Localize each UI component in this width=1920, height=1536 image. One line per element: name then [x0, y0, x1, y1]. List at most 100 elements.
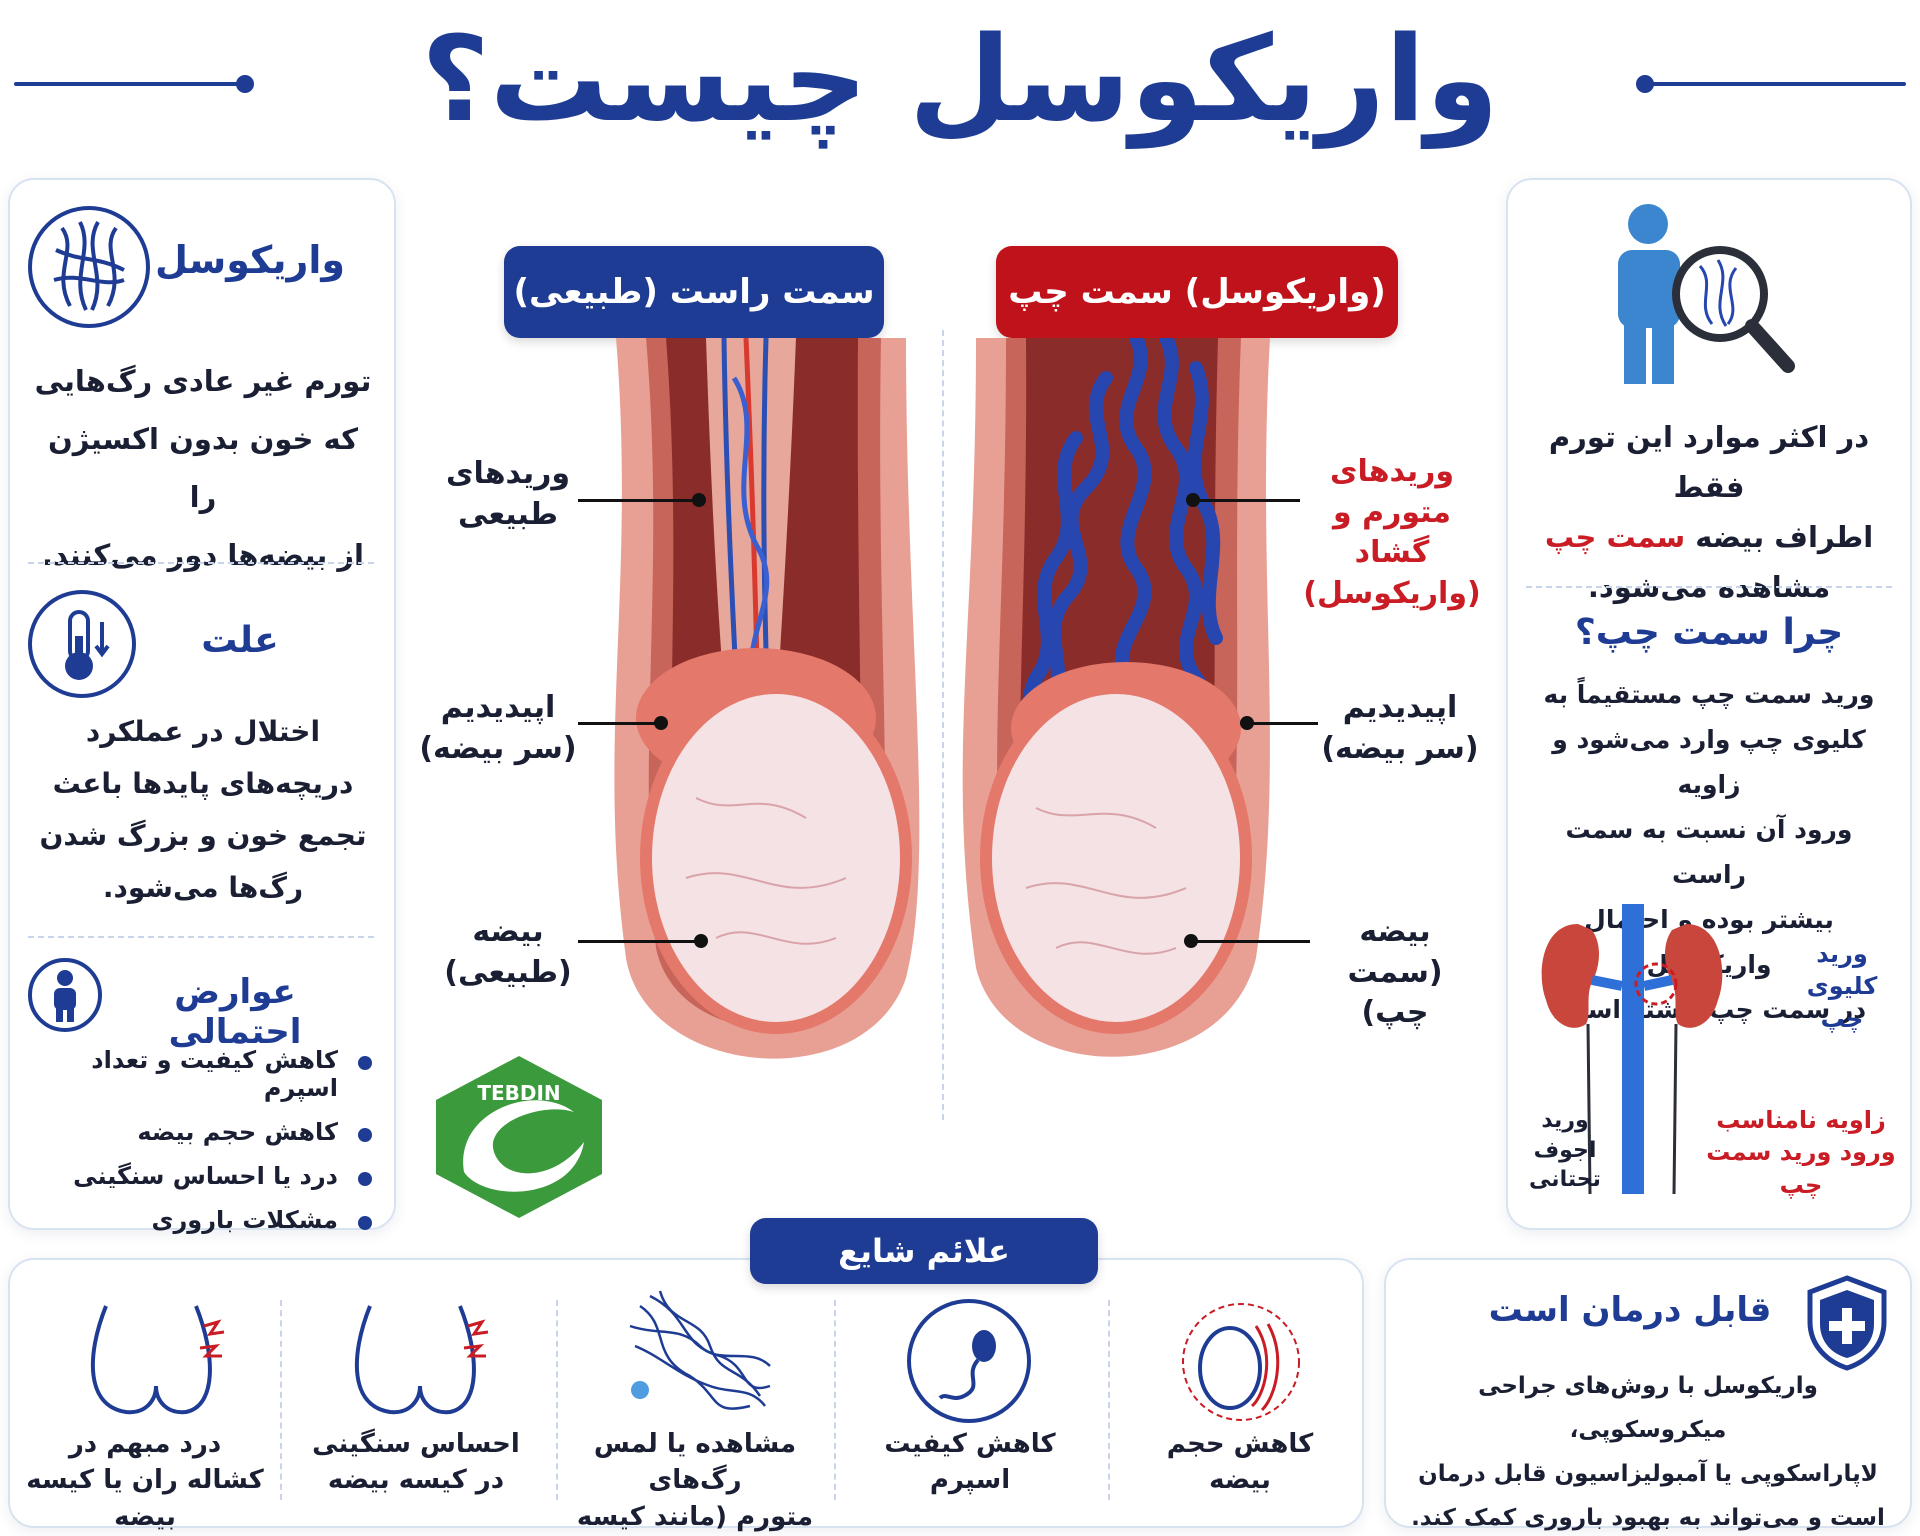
symptom-separator: [1108, 1300, 1110, 1500]
cause-line: اختلال در عملکرد: [85, 715, 321, 748]
label-line: وریدهای: [1329, 454, 1455, 489]
treatment-line: لاپاراسکوپی یا آمبولیزاسیون قابل درمان: [1418, 1461, 1878, 1487]
varicocele-veins-label: وریدهای متورم و گشاد (واریکوسل): [1302, 452, 1482, 614]
label-line: (طبیعی): [444, 954, 572, 990]
note-highlight: سمت چپ: [1544, 520, 1686, 554]
leader-line: [578, 499, 696, 502]
treatment-line: است و می‌تواند به بهبود باروری کمک کند.: [1411, 1505, 1885, 1531]
groin-pain-icon: [76, 1296, 236, 1426]
symptom-separator: [280, 1300, 282, 1500]
cause-heading: علت: [201, 620, 279, 661]
magnifier-person-icon: [1600, 198, 1800, 388]
sperm-icon: [904, 1296, 1034, 1426]
symptom-line: کاهش کیفیت: [884, 1429, 1056, 1459]
leader-line: [1190, 940, 1310, 943]
note-line: اطراف بیضه سمت چپ: [1526, 512, 1892, 562]
complications-list: کاهش کیفیت و تعداد اسپرم کاهش حجم بیضه د…: [52, 1046, 372, 1250]
ivc-label: ورید اجوف تحتانی: [1510, 1106, 1620, 1195]
complications-heading: عوارض احتمالی: [168, 972, 302, 1052]
right-note: در اکثر موارد این تورم فقط اطراف بیضه سم…: [1526, 412, 1892, 612]
label-line: اپیدیدیم: [1342, 690, 1458, 725]
symptom-line: در کیسه بیضه: [327, 1465, 505, 1496]
leader-line: [1248, 722, 1318, 725]
definition-text: تورم غیر عادی رگ‌هایی که خون بدون اکسیژن…: [30, 352, 376, 584]
page-title: واریکوسل چیست؟: [421, 10, 1499, 148]
leader-dot: [1240, 716, 1254, 730]
varicocele-testis-label: بیضه (سمت چپ): [1310, 912, 1480, 1034]
symptom-label: درد مبهم در کشاله ران یا کیسه بیضه: [20, 1426, 270, 1535]
title-rule-left: [14, 82, 244, 86]
cause-line: تجمع خون و بزرگ شدن: [39, 819, 367, 852]
why-line: کلیوی چپ وارد می‌شود و زاویه: [1552, 725, 1866, 799]
leader-dot: [694, 934, 708, 948]
normal-side-pill: سمت راست (طبیعی): [504, 246, 884, 338]
treatment-line: واریکوسل با روش‌های جراحی میکروسکوپی،: [1478, 1373, 1818, 1443]
note-line: در اکثر موارد این تورم فقط: [1548, 420, 1870, 504]
normal-testis-illustration: [606, 337, 930, 1086]
label-line: بیضه: [1359, 914, 1431, 949]
definition-heading: واریکوسل: [155, 238, 345, 282]
note-text: اطراف بیضه: [1685, 520, 1874, 554]
person-icon: [28, 958, 102, 1032]
label-line: تحتانی: [1529, 1167, 1601, 1193]
label-line: ورود ورید سمت چپ: [1706, 1138, 1896, 1199]
leader-line: [578, 722, 658, 725]
symptoms-card: [8, 1258, 1364, 1528]
info-card-left: [8, 178, 396, 1230]
treatment-heading: قابل درمان است: [1488, 1290, 1772, 1330]
symptom-line: متورم (مانند کیسه کرم): [576, 1501, 814, 1532]
symptom-label: احساس سنگینی در کیسه بیضه: [306, 1426, 526, 1499]
leader-dot: [692, 493, 706, 507]
cause-text: اختلال در عملکرد دریچه‌های پایدها باعث ت…: [30, 706, 376, 914]
symptom-line: بیضه: [1209, 1465, 1271, 1496]
testis-volume-icon: [1156, 1296, 1326, 1426]
tebdin-logo: TEBDIN: [424, 1052, 614, 1222]
varicocele-side-pill: (واریکوسل) سمت چپ: [996, 246, 1398, 338]
normal-testis-label: بیضه (طبیعی): [438, 912, 578, 993]
varicocele-epididymis-label: اپیدیدیم (سر بیضه): [1320, 688, 1480, 769]
leader-dot: [1184, 934, 1198, 948]
label-line: اپیدیدیم: [440, 690, 556, 725]
cause-line: دریچه‌های پایدها باعث: [52, 767, 354, 800]
label-line: (سمت چپ): [1347, 954, 1443, 1031]
varicose-veins-icon: [28, 206, 150, 328]
center-separator: [942, 330, 944, 1120]
symptom-label: مشاهده یا لمس رگ‌های متورم (مانند کیسه ک…: [560, 1426, 830, 1536]
definition-line: که خون بدون اکسیژن را: [48, 422, 358, 514]
list-item: درد یا احساس سنگینی: [52, 1162, 372, 1190]
symptom-line: کشاله ران یا کیسه بیضه: [26, 1465, 264, 1532]
label-line: زاویه نامناسب: [1716, 1106, 1886, 1134]
why-line: ورود آن نسبت به سمت راست: [1565, 815, 1853, 889]
leader-dot: [654, 716, 668, 730]
symptom-label: کاهش کیفیت اسپرم: [870, 1426, 1070, 1499]
label-line: ورید کلیوی: [1806, 940, 1878, 1001]
why-line: ورید سمت چپ مستقیماً به: [1543, 680, 1875, 709]
normal-veins-label: وریدهای طبیعی: [438, 454, 578, 535]
symptoms-heading: علائم شایع: [750, 1218, 1098, 1284]
list-item: مشکلات باروری: [52, 1206, 372, 1234]
definition-line: از بیضه‌ها دور می‌کنند.: [41, 538, 365, 572]
title-dot-left: [236, 75, 254, 93]
label-line: (سر بیضه): [1321, 730, 1479, 766]
divider: [28, 562, 374, 564]
angle-label: زاویه نامناسب ورود ورید سمت چپ: [1696, 1104, 1906, 1201]
definition-line: تورم غیر عادی رگ‌هایی: [34, 364, 372, 398]
cause-line: رگ‌ها می‌شود.: [102, 871, 304, 904]
heaviness-icon: [340, 1296, 500, 1426]
symptom-separator: [556, 1300, 558, 1500]
symptom-line: اسپرم: [929, 1465, 1011, 1496]
symptom-label: کاهش حجم بیضه: [1140, 1426, 1340, 1499]
shield-plus-icon: [1802, 1272, 1892, 1372]
divider: [28, 936, 374, 938]
info-card-right: [1506, 178, 1912, 1230]
list-item: کاهش کیفیت و تعداد اسپرم: [52, 1046, 372, 1102]
treatment-text: واریکوسل با روش‌های جراحی میکروسکوپی، لا…: [1400, 1364, 1896, 1536]
title-rule-right: [1650, 82, 1906, 86]
symptom-line: احساس سنگینی: [312, 1429, 520, 1459]
normal-epididymis-label: اپیدیدیم (سر بیضه): [418, 688, 578, 769]
renal-vein-label: ورید کلیوی چپ: [1782, 938, 1902, 1035]
symptom-line: درد مبهم در: [68, 1429, 222, 1459]
logo-text: TEBDIN: [477, 1081, 560, 1105]
label-line: متورم و گشاد: [1333, 494, 1451, 571]
leader-line: [578, 940, 698, 943]
